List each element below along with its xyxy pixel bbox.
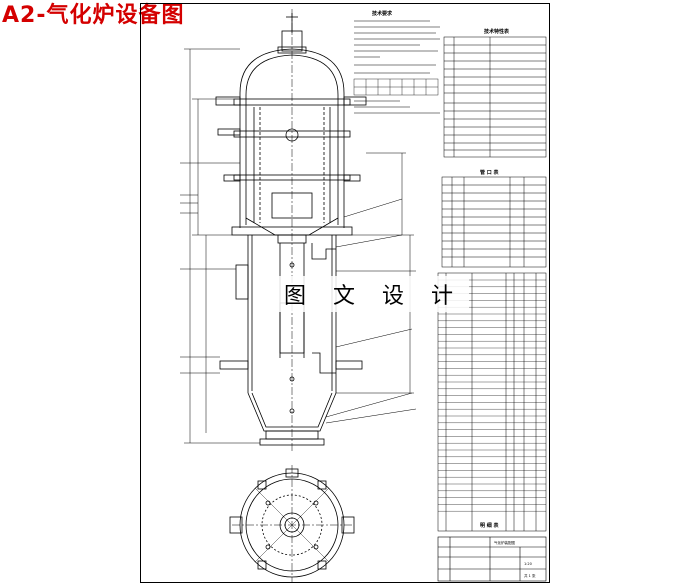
dimension-lines	[180, 48, 417, 444]
vessel-elevation	[215, 13, 367, 446]
design-data-table: 技术特性表	[443, 28, 547, 158]
title-block-drawing-name: 气化炉装配图	[494, 540, 515, 545]
watermark: 图 文 设 计	[278, 276, 469, 312]
design-table-heading: 技术特性表	[484, 28, 510, 35]
bom-heading: 明 细 表	[480, 522, 499, 529]
technical-notes: 技术要求	[353, 10, 440, 114]
title-block-sheet: 共 1 张	[524, 573, 536, 578]
drawing-title: A2-气化炉设备图	[2, 3, 185, 28]
bom-rows	[438, 279, 546, 512]
vessel-plan-view	[229, 465, 355, 583]
nozzle-table-heading: 管 口 表	[480, 169, 499, 176]
nozzle-table: 管 口 表	[441, 169, 547, 268]
title-block-scale: 1:20	[524, 562, 532, 566]
title-block: 气化炉装配图 1:20 共 1 张	[437, 536, 547, 582]
bill-of-materials: 明 细 表	[437, 272, 547, 532]
notes-heading: 技术要求	[372, 10, 393, 17]
drawing-sheet: 技术要求 技术特性表	[140, 3, 550, 583]
